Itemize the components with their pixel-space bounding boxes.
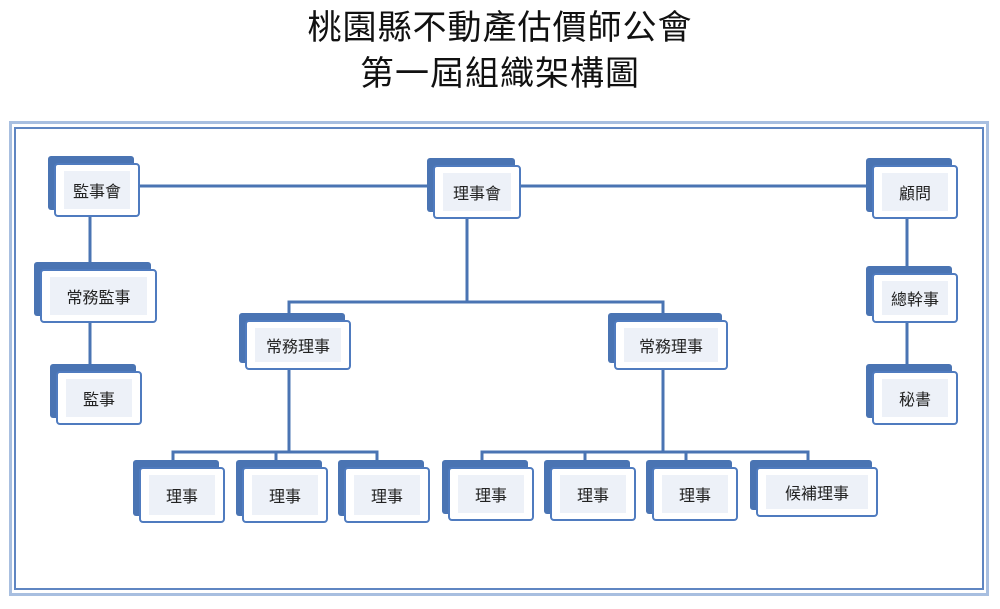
node-card: 顧問 [872, 165, 958, 219]
node-label: 秘書 [882, 379, 948, 417]
node-label: 理事 [149, 475, 215, 515]
node-card: 監事會 [54, 163, 140, 217]
node-director-1: 理事 [133, 460, 225, 523]
node-card: 理事會 [433, 165, 521, 219]
node-supervisor: 監事 [50, 364, 142, 425]
node-label: 監事 [66, 379, 132, 417]
node-card: 理事 [139, 467, 225, 523]
node-label: 常務監事 [50, 277, 147, 315]
node-advisor: 顧問 [866, 158, 958, 219]
node-label: 理事 [354, 475, 420, 515]
node-board-of-directors: 理事會 [427, 158, 521, 219]
node-secretary-general: 總幹事 [866, 266, 958, 323]
node-director-2: 理事 [236, 460, 328, 523]
node-card: 常務監事 [40, 269, 157, 323]
chart-title-line-2: 第一屆組織架構圖 [360, 54, 640, 94]
node-director-5: 理事 [544, 460, 636, 521]
node-label: 顧問 [882, 173, 948, 211]
node-board-of-supervisors: 監事會 [48, 156, 140, 217]
node-director-3: 理事 [338, 460, 430, 523]
chart-title-line-1: 桃園縣不動產估價師公會 [307, 8, 693, 48]
node-card: 常務理事 [245, 320, 351, 370]
node-managing-supervisor: 常務監事 [34, 262, 157, 323]
node-card: 候補理事 [756, 467, 878, 517]
node-label: 理事會 [443, 173, 511, 211]
node-card: 理事 [242, 467, 328, 523]
node-label: 常務理事 [624, 328, 718, 362]
node-label: 常務理事 [255, 328, 341, 362]
node-label: 候補理事 [766, 475, 868, 509]
node-card: 理事 [652, 467, 738, 521]
node-label: 總幹事 [882, 281, 948, 315]
node-card: 秘書 [872, 371, 958, 425]
node-card: 理事 [448, 467, 534, 521]
diagram-frame-inner [14, 127, 984, 590]
node-secretary: 秘書 [866, 364, 958, 425]
node-card: 理事 [550, 467, 636, 521]
node-label: 理事 [252, 475, 318, 515]
node-managing-director-left: 常務理事 [239, 313, 351, 370]
node-card: 常務理事 [614, 320, 728, 370]
node-label: 理事 [560, 475, 626, 513]
node-director-4: 理事 [442, 460, 534, 521]
node-label: 理事 [662, 475, 728, 513]
node-label: 監事會 [64, 171, 130, 209]
node-label: 理事 [458, 475, 524, 513]
node-card: 總幹事 [872, 273, 958, 323]
node-director-6: 理事 [646, 460, 738, 521]
node-card: 理事 [344, 467, 430, 523]
node-card: 監事 [56, 371, 142, 425]
node-managing-director-right: 常務理事 [608, 313, 728, 370]
node-alternate-director: 候補理事 [750, 460, 878, 517]
